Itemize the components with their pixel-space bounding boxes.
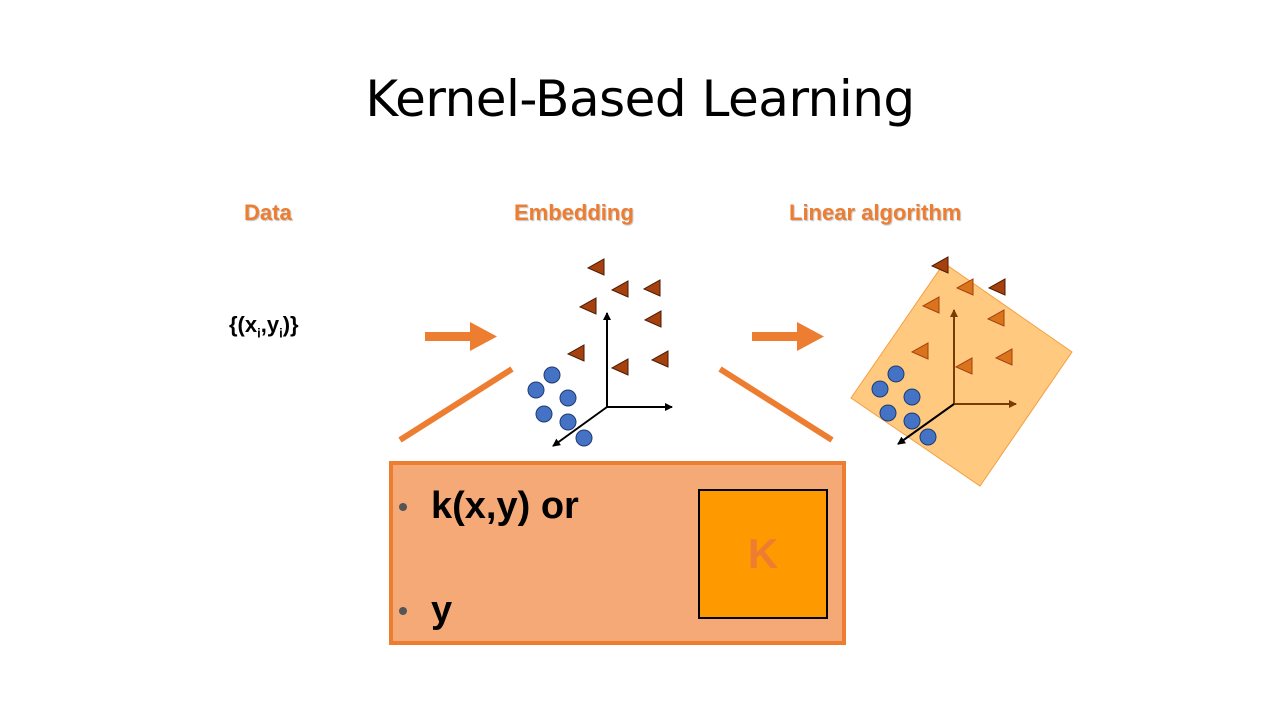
kernel-matrix: K	[698, 489, 828, 619]
triangle-point-icon	[910, 342, 929, 360]
circle-point-icon	[871, 380, 889, 398]
bullet-y: y	[393, 589, 452, 632]
bullet-kernel-function: k(x,y) or	[393, 485, 579, 528]
bullet-dot-icon	[399, 606, 407, 615]
bullet-dot-icon	[399, 502, 407, 511]
triangle-point-icon	[566, 344, 585, 362]
circle-point-icon	[879, 404, 897, 422]
triangle-point-icon	[986, 309, 1005, 327]
linear-axes	[950, 309, 1017, 408]
circle-point-icon	[559, 389, 577, 407]
label-data: Data	[244, 200, 292, 225]
triangle-point-icon	[954, 357, 973, 375]
linear-triangles-on-plane	[910, 278, 1013, 375]
connector-line-right	[718, 366, 834, 443]
circle-point-icon	[887, 365, 905, 383]
triangle-point-icon	[643, 310, 662, 328]
embedding-circles	[527, 366, 593, 447]
circle-point-icon	[535, 405, 553, 423]
triangle-point-icon	[578, 297, 597, 315]
circle-point-icon	[559, 413, 577, 431]
triangle-point-icon	[650, 350, 669, 368]
triangle-point-icon	[930, 256, 949, 274]
triangle-point-icon	[987, 278, 1006, 296]
triangle-point-icon	[642, 279, 661, 297]
linear-triangles-off-plane	[930, 256, 1006, 296]
arrow-right-icon	[425, 322, 497, 351]
linear-axis-z	[897, 403, 955, 445]
triangle-point-icon	[610, 358, 629, 376]
circle-point-icon	[919, 428, 937, 446]
triangle-point-icon	[955, 278, 974, 296]
circle-point-icon	[903, 388, 921, 406]
label-linear-algorithm: Linear algorithm	[789, 200, 962, 225]
embedding-triangles	[566, 258, 669, 376]
triangle-point-icon	[586, 258, 605, 276]
circle-point-icon	[527, 381, 545, 399]
arrow-right-icon	[752, 322, 824, 351]
embedding-axes	[552, 312, 673, 447]
separating-plane	[850, 262, 1073, 487]
kernel-box: k(x,y) or y K	[389, 461, 846, 645]
data-formula: {(xi,yi)}	[229, 312, 299, 341]
triangle-point-icon	[610, 280, 629, 298]
linear-circles	[871, 365, 937, 446]
connector-line-left	[398, 366, 514, 443]
page-title: Kernel-Based Learning	[365, 70, 915, 128]
triangle-point-icon	[994, 348, 1013, 366]
circle-point-icon	[903, 412, 921, 430]
label-embedding: Embedding	[514, 200, 634, 225]
circle-point-icon	[575, 429, 593, 447]
circle-point-icon	[543, 366, 561, 384]
kernel-matrix-label: K	[747, 530, 779, 577]
triangle-point-icon	[921, 296, 940, 314]
